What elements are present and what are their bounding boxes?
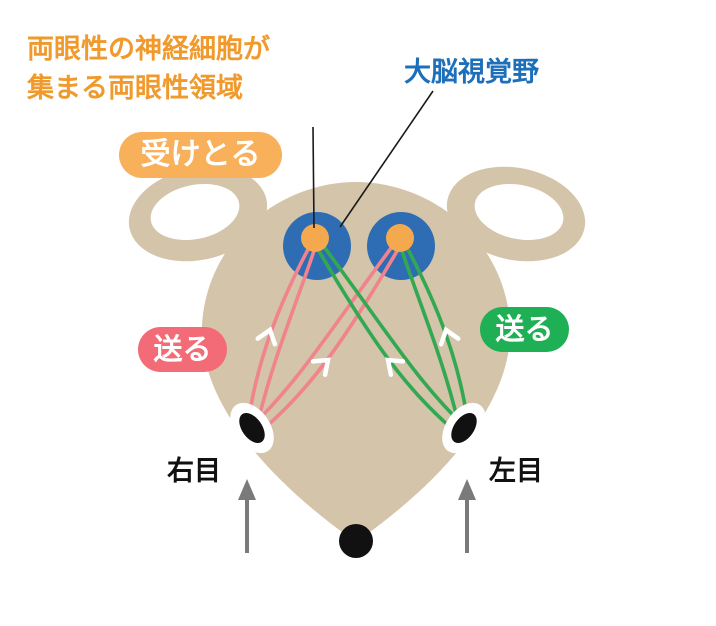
right-eye-label: 右目 [167, 456, 221, 487]
binocular-region-label: 両眼性の神経細胞が 集まる両眼性領域 [27, 30, 270, 108]
binocular-region-label-line2: 集まる両眼性領域 [27, 73, 243, 105]
flow-arrows [255, 326, 461, 377]
arrow-head-icon [458, 479, 476, 500]
right-eye-pupil [239, 412, 265, 444]
green-pathways [314, 238, 470, 434]
visual-cortex-label: 大脳視覚野 [404, 57, 539, 88]
mouse-head [201, 182, 511, 542]
cortex-label-pointer-line [339, 90, 434, 228]
arrow-head-icon [238, 479, 256, 500]
receive-badge: 受けとる [119, 132, 282, 178]
left-eye-label: 左目 [489, 456, 543, 487]
pink-path-ipsilateral-1 [246, 238, 315, 426]
binocular-label-pointer-line [312, 126, 315, 229]
flow-arrow-icon [438, 326, 461, 347]
flow-arrow-icon [255, 326, 278, 347]
send-badge-left: 送る [138, 327, 227, 372]
flow-arrow-icon [385, 357, 406, 377]
right-eye-input-arrow [238, 479, 256, 553]
pink-path-crossing-1 [250, 238, 399, 428]
send-badge-right: 送る [480, 307, 569, 352]
left-ear [128, 166, 268, 262]
right-eye-of-mouse [230, 402, 274, 454]
green-path-ipsilateral-2 [397, 240, 462, 432]
right-ear [446, 166, 586, 262]
right-binocular-region-dot [386, 224, 414, 252]
green-path-crossing-1 [317, 238, 466, 428]
left-ear-hole [150, 183, 240, 241]
nose [339, 524, 373, 558]
pink-path-ipsilateral-2 [254, 240, 319, 432]
green-path-ipsilateral-1 [401, 238, 470, 426]
flow-arrow-icon [310, 357, 331, 377]
left-eye-pupil [451, 412, 477, 444]
left-eye-of-mouse [442, 402, 486, 454]
left-binocular-region-dot [301, 224, 329, 252]
right-ear-hole [474, 183, 564, 241]
left-eye-input-arrow [458, 479, 476, 553]
pink-pathways [246, 238, 402, 434]
binocular-region-label-line1: 両眼性の神経細胞が [27, 34, 270, 65]
